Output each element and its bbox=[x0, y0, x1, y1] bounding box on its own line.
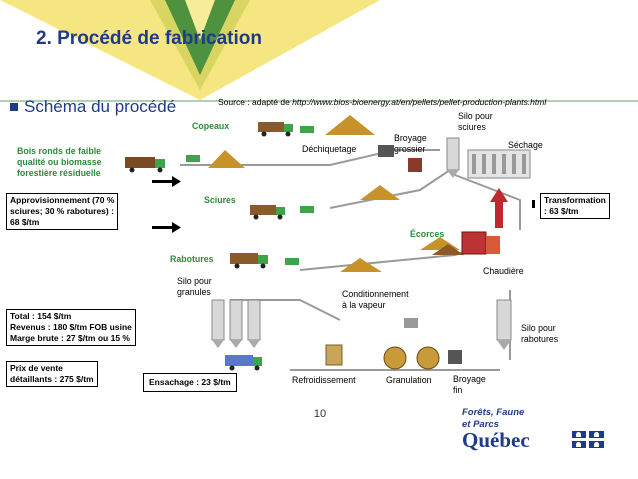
crusher-machine bbox=[408, 158, 422, 172]
label-broyage-fin-l2: fin bbox=[453, 384, 463, 395]
label-broyage-grossier: Broyage grossier bbox=[394, 133, 427, 155]
hammer-mill bbox=[448, 350, 462, 364]
label-conditionnement-l2: à la vapeur bbox=[342, 299, 386, 310]
label-granulation: Granulation bbox=[386, 375, 432, 385]
org-name-l2: et Parcs bbox=[462, 418, 499, 430]
label-biomasse: Bois ronds de faible qualité ou biomasse… bbox=[17, 146, 102, 179]
label-silo-sciures-l2: sciures bbox=[458, 121, 486, 132]
material-piles bbox=[208, 115, 460, 272]
conveyor-dryer bbox=[454, 174, 521, 230]
label-biomasse-l2: qualité ou biomasse bbox=[17, 156, 102, 167]
ecorces-pile bbox=[432, 244, 464, 255]
box-approvisionnement: Approvisionnement (70 % sciures; 30 % ra… bbox=[6, 193, 119, 231]
label-silo-sciures: Silo pour sciures bbox=[458, 111, 493, 133]
label-sciures: Sciures bbox=[204, 195, 236, 205]
quebec-flag-icon bbox=[572, 431, 604, 448]
box-total-l3: Marge brute : 27 $/tm ou 15 % bbox=[10, 333, 130, 344]
header-decoration bbox=[0, 0, 638, 102]
box-approvisionnement-l2: sciures; 30 % rabotures) : bbox=[10, 206, 114, 217]
source-prefix: Source : adapté de bbox=[218, 97, 293, 107]
source-url: http://www.bios-bioenergy.at/en/pellets/… bbox=[292, 97, 547, 107]
source-note: Source : adapté de http://www.bios-bioen… bbox=[218, 97, 546, 107]
quebec-wordmark: Québec bbox=[462, 428, 530, 452]
label-silo-granules: Silo pour granules bbox=[177, 276, 212, 298]
cooler-unit bbox=[325, 344, 343, 366]
silos-granules bbox=[211, 299, 261, 348]
box-total: Total : 154 $/tm Revenus : 180 $/tm FOB … bbox=[6, 309, 136, 347]
label-silo-rabotures-l2: rabotures bbox=[521, 333, 559, 344]
org-name-l1: Forêts, Faune bbox=[462, 407, 525, 418]
page-number: 10 bbox=[313, 408, 327, 420]
flow-arrows bbox=[152, 176, 535, 233]
label-copeaux: Copeaux bbox=[192, 121, 230, 131]
box-transformation-l1: Transformation bbox=[544, 195, 606, 205]
truck-biomasse bbox=[125, 157, 165, 173]
label-sechage: Séchage bbox=[508, 140, 543, 150]
label-silo-rabotures-l1: Silo pour bbox=[521, 323, 556, 333]
label-broyage-fin: Broyage fin bbox=[453, 374, 486, 396]
label-biomasse-l3: forestière résiduelle bbox=[17, 167, 101, 178]
box-approvisionnement-l1: Approvisionnement (70 % bbox=[10, 195, 115, 205]
truck-copeaux bbox=[258, 122, 293, 137]
heat-arrow bbox=[490, 188, 508, 228]
label-ecorces: Écorces bbox=[410, 229, 445, 239]
box-ensachage: Ensachage : 23 $/tm bbox=[143, 373, 237, 393]
org-name: Forêts, Faune et Parcs bbox=[462, 407, 524, 431]
label-biomasse-l1: Bois ronds de faible bbox=[17, 146, 102, 156]
label-silo-sciures-l1: Silo pour bbox=[458, 111, 493, 121]
label-silo-rabotures: Silo pour rabotures bbox=[521, 323, 558, 345]
bullet-text: Schéma du procédé bbox=[24, 97, 177, 116]
box-prix-l1: Prix de vente bbox=[10, 363, 63, 373]
deco-inner-yellow bbox=[185, 0, 215, 40]
label-silo-granules-l2: granules bbox=[177, 286, 211, 297]
label-silo-granules-l1: Silo pour bbox=[177, 276, 212, 286]
box-approvisionnement-l3: 68 $/tm bbox=[10, 217, 40, 228]
label-conditionnement: Conditionnement à la vapeur bbox=[342, 289, 409, 311]
label-broyage-fin-l1: Broyage bbox=[453, 374, 486, 384]
slide-title: 2. Procédé de fabrication bbox=[36, 28, 262, 49]
dryer-unit bbox=[467, 149, 531, 179]
bullet-square-icon bbox=[10, 103, 18, 111]
box-total-l2: Revenus : 180 $/tm FOB usine bbox=[10, 322, 132, 333]
conveyor-granules bbox=[230, 299, 341, 321]
chipper-machine bbox=[378, 145, 394, 157]
box-total-l1: Total : 154 $/tm bbox=[10, 311, 72, 321]
boiler-unit bbox=[461, 231, 500, 255]
label-refroidissement: Refroidissement bbox=[292, 375, 356, 385]
truck-sciures bbox=[250, 205, 285, 220]
truck-granules bbox=[225, 355, 262, 371]
pellet-mills bbox=[383, 346, 440, 370]
silo-sciures bbox=[446, 137, 460, 178]
loaders bbox=[186, 126, 314, 265]
label-rabotures: Rabotures bbox=[170, 254, 214, 264]
conditioning-unit bbox=[404, 318, 418, 328]
label-dechiquetage: Déchiquetage bbox=[302, 144, 357, 154]
box-prix-l2: détaillants : 275 $/tm bbox=[10, 374, 94, 385]
silo-rabotures bbox=[496, 299, 512, 350]
box-prix-vente: Prix de vente détaillants : 275 $/tm bbox=[6, 361, 98, 388]
conveyor-top bbox=[180, 149, 440, 166]
label-conditionnement-l1: Conditionnement bbox=[342, 289, 409, 299]
conveyor-sciures bbox=[329, 169, 451, 209]
box-transformation: Transformation : 63 $/tm bbox=[540, 193, 610, 220]
label-chaudiere: Chaudière bbox=[483, 266, 524, 276]
deco-line bbox=[0, 100, 638, 102]
label-broyage-grossier-l2: grossier bbox=[394, 143, 426, 154]
bullet-schema: Schéma du procédé bbox=[10, 97, 176, 117]
label-broyage-grossier-l1: Broyage bbox=[394, 133, 427, 143]
truck-rabotures bbox=[230, 253, 268, 269]
box-transformation-l2: : 63 $/tm bbox=[544, 206, 579, 217]
